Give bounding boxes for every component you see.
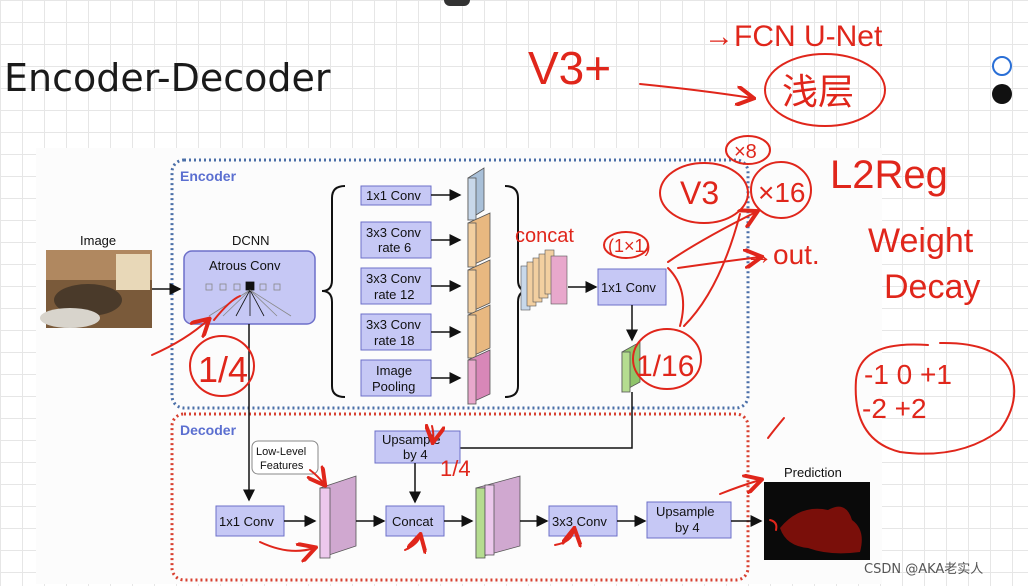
concat-feature-stack (520, 249, 568, 311)
handwritten-annotations (151, 53, 1016, 551)
branch-label: 3x3 Conv (366, 271, 421, 286)
branch-image-pooling (360, 359, 432, 397)
decoder-concat-map (475, 475, 521, 559)
upsample-label: by 4 (675, 520, 700, 535)
note-x8: ×8 (734, 141, 757, 163)
low-level-features-tag (251, 440, 319, 475)
upsample-label: Upsample (656, 504, 715, 519)
concat-label: Concat (392, 514, 434, 529)
decoder-1x1-conv-block (215, 505, 285, 537)
upsample-by4-block-1 (374, 430, 461, 464)
watermark: CSDN @AKA老实人 (864, 562, 984, 577)
low-level-label: Features (260, 460, 304, 472)
encoder-1x1-conv-block (597, 268, 667, 306)
note-weight: Weight (868, 222, 974, 260)
image-label: Image (80, 233, 116, 248)
branch-rate: rate 6 (378, 240, 411, 255)
slide-title: Encoder-Decoder (4, 56, 331, 100)
left-brace (321, 185, 346, 398)
dcnn-label: DCNN (232, 233, 270, 248)
feature-map-blue (467, 167, 485, 221)
branch-rate: rate 18 (374, 333, 414, 348)
note-decay: Decay (884, 268, 980, 306)
window-tab (444, 0, 470, 6)
low-level-feature-map (319, 475, 357, 559)
note-quarter-small: 1/4 (440, 456, 471, 481)
branch-rate: rate 12 (374, 287, 414, 302)
branch-label: Pooling (372, 379, 415, 394)
branch-rate12 (360, 267, 432, 305)
note-x16: ×16 (758, 177, 806, 208)
upsample-label: by 4 (403, 447, 428, 462)
prediction-mask-image (764, 482, 870, 560)
prediction-label: Prediction (784, 465, 842, 480)
note-kernel-row2: -2 +2 (862, 393, 927, 424)
note-sixteenth: 1/16 (636, 350, 694, 383)
feature-map-pink (467, 349, 491, 405)
note-quarter: 1/4 (198, 349, 248, 390)
note-kernel-row1: -1 0 +1 (864, 359, 952, 390)
note-concat: concat (515, 225, 574, 247)
handwritten-text: V3+ →FCN U-Net 浅层 ×8 V3 ×16 L2Reg concat… (198, 20, 980, 481)
branch-label: Image (376, 363, 412, 378)
slide-nav-dot-active[interactable] (992, 84, 1012, 104)
note-out: →out. (745, 239, 820, 270)
branch-rate18 (360, 313, 432, 351)
feature-map-orange-1 (467, 212, 491, 268)
note-shallow-layer: 浅层 (782, 71, 854, 112)
input-image (40, 250, 152, 328)
decoder-label: Decoder (180, 422, 237, 438)
note-fcn-unet: →FCN U-Net (704, 20, 883, 53)
encoder-1x1-conv-label: 1x1 Conv (601, 280, 656, 295)
upsample-label: Upsample (382, 432, 441, 447)
decoder-region (170, 412, 750, 582)
decoder-1x1-conv-label: 1x1 Conv (219, 514, 274, 529)
branch-label: 1x1 Conv (366, 188, 421, 203)
branch-arrows (431, 189, 462, 384)
feature-map-orange-2 (467, 259, 491, 314)
atrous-conv-label: Atrous Conv (209, 258, 281, 273)
upsample-by4-block-2 (646, 501, 732, 539)
branch-label: 3x3 Conv (366, 317, 421, 332)
low-level-label: Low-Level (256, 446, 306, 458)
atrous-kernel-glyph (205, 281, 292, 317)
note-v3: V3 (680, 175, 719, 211)
note-l2reg: L2Reg (830, 153, 948, 197)
decoder-3x3-conv-label: 3x3 Conv (552, 514, 607, 529)
encoder-output-map (621, 341, 641, 393)
encoder-label: Encoder (180, 168, 237, 184)
branch-label: 3x3 Conv (366, 225, 421, 240)
note-1x1: (1×1) (608, 236, 651, 256)
note-v3plus: V3+ (528, 42, 611, 94)
slide-nav-dot-inactive[interactable] (992, 56, 1012, 76)
